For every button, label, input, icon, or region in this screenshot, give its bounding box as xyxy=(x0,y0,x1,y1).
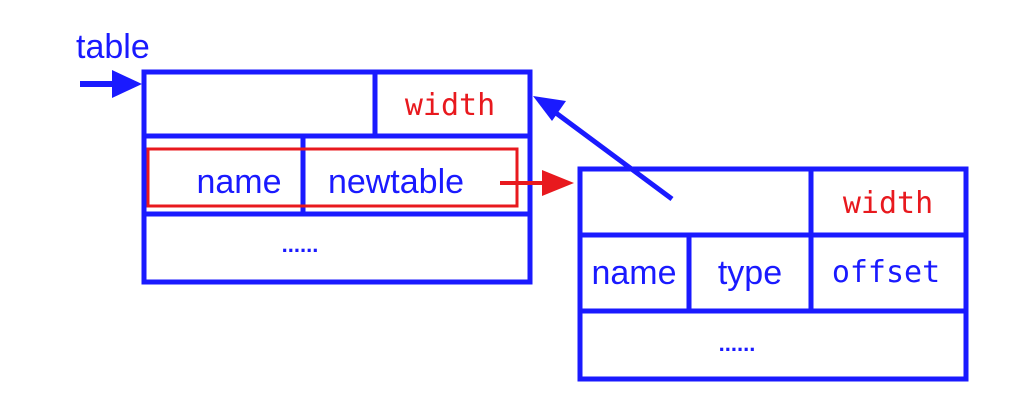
outer-table-entry-name: name xyxy=(196,163,281,201)
nested-to-outer-back-arrow xyxy=(533,96,674,202)
outer-table: width name newtable ...... xyxy=(141,69,533,285)
outer-table-frame xyxy=(141,69,533,285)
nested-table-col-name: name xyxy=(591,254,676,292)
nested-table: width name type offset ...... xyxy=(577,166,969,382)
nested-table-ellipsis: ...... xyxy=(719,331,756,356)
nested-table-col-offset: offset xyxy=(832,255,940,290)
outer-table-entry-highlight xyxy=(146,147,519,208)
nested-table-frame xyxy=(577,166,969,382)
entry-to-nested-table-arrow xyxy=(500,170,574,196)
outer-table-width-label: width xyxy=(405,88,495,123)
table-pointer-label: table xyxy=(76,28,150,66)
table-pointer-arrow xyxy=(80,70,142,98)
outer-table-entry-value: newtable xyxy=(328,163,464,201)
nested-table-width-label: width xyxy=(843,186,933,221)
outer-table-ellipsis: ...... xyxy=(282,232,319,257)
nested-table-col-type: type xyxy=(718,254,782,292)
